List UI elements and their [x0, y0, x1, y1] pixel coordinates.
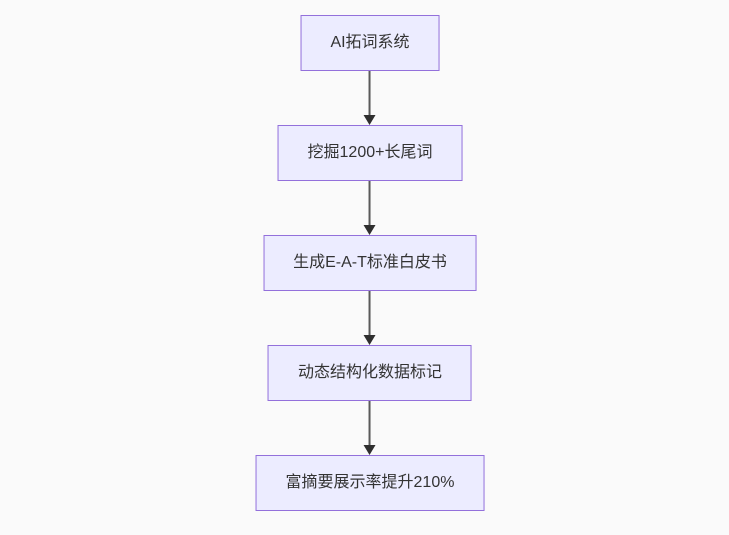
node-longtail-keyword-mining: 挖掘1200+长尾词 [277, 125, 463, 181]
node-label: 生成E-A-T标准白皮书 [293, 254, 447, 272]
node-dynamic-structured-data-markup: 动态结构化数据标记 [267, 345, 472, 401]
arrowhead-down-icon [364, 335, 376, 345]
node-label: 动态结构化数据标记 [297, 364, 442, 382]
node-label: AI拓词系统 [330, 34, 410, 52]
edge-line [369, 401, 371, 445]
node-eat-standard-whitepaper: 生成E-A-T标准白皮书 [263, 235, 477, 291]
node-label: 富摘要展示率提升210% [285, 474, 455, 492]
edge-a-to-b [364, 71, 376, 125]
edge-c-to-d [364, 291, 376, 345]
arrowhead-down-icon [364, 225, 376, 235]
node-rich-snippet-rate-result: 富摘要展示率提升210% [255, 455, 485, 511]
edge-b-to-c [364, 181, 376, 235]
flowchart: AI拓词系统 挖掘1200+长尾词 生成E-A-T标准白皮书 动态结构化数据标记 [255, 15, 485, 511]
edge-line [369, 291, 371, 335]
arrowhead-down-icon [364, 445, 376, 455]
edge-line [369, 71, 371, 115]
node-ai-keyword-expansion-system: AI拓词系统 [300, 15, 440, 71]
edge-line [369, 181, 371, 225]
arrowhead-down-icon [364, 115, 376, 125]
edge-d-to-e [364, 401, 376, 455]
node-label: 挖掘1200+长尾词 [307, 144, 433, 162]
